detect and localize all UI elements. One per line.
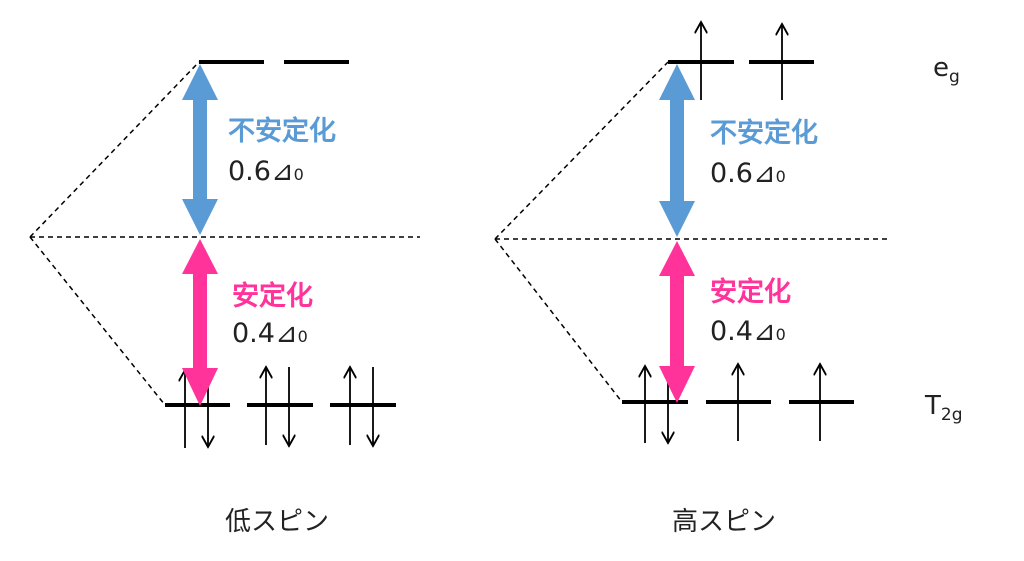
connector-eg bbox=[494, 61, 669, 240]
stabilize-label: 安定化 bbox=[232, 280, 313, 312]
connector-eg bbox=[29, 61, 200, 238]
destabilize-arrow bbox=[182, 64, 218, 235]
t2g-label: T2g bbox=[924, 391, 963, 425]
spin-arrows bbox=[185, 367, 373, 448]
low-spin-panel: 不安定化 0.6⊿0 安定化 0.4⊿0 低スピン bbox=[29, 60, 420, 537]
stabilize-value: 0.4⊿0 bbox=[232, 318, 308, 349]
stabilize-value: 0.4⊿0 bbox=[710, 316, 786, 347]
destabilize-label: 不安定化 bbox=[228, 115, 336, 147]
low-spin-title: 低スピン bbox=[225, 507, 329, 537]
connector-t2g bbox=[494, 238, 623, 403]
eg-label: eg bbox=[933, 53, 960, 87]
stabilize-label: 安定化 bbox=[710, 276, 791, 308]
destabilize-label: 不安定化 bbox=[710, 117, 818, 149]
connector-t2g bbox=[29, 236, 166, 406]
high-spin-panel: 不安定化 0.6⊿0 安定化 0.4⊿0 高スピン bbox=[494, 22, 888, 537]
destabilize-value: 0.6⊿0 bbox=[710, 158, 786, 189]
destabilize-arrow bbox=[659, 64, 695, 237]
destabilize-value: 0.6⊿0 bbox=[228, 156, 304, 187]
stabilize-arrow bbox=[182, 239, 218, 406]
high-spin-title: 高スピン bbox=[672, 507, 776, 537]
stabilize-arrow bbox=[659, 241, 695, 403]
